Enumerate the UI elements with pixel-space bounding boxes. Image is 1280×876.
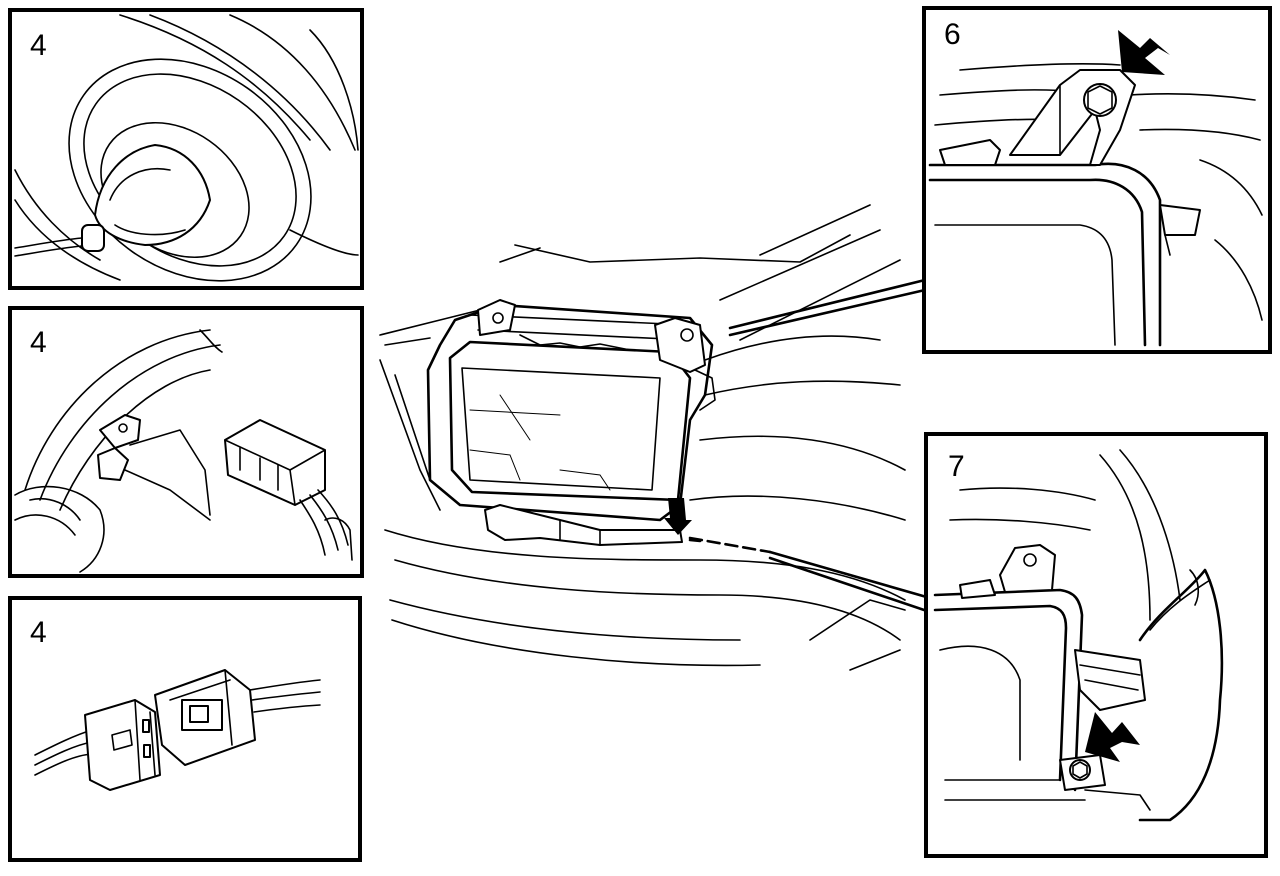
detail-panel-upper-bolt: 6 — [922, 6, 1272, 354]
detail-panel-bulb-cover: 4 — [8, 8, 364, 290]
detail-panel-lower-bolt: 7 — [924, 432, 1268, 858]
detail-panel-connector-halves: 4 — [8, 596, 362, 862]
car-front-headlamp-drawing — [379, 204, 932, 671]
step-number: 4 — [30, 616, 47, 649]
step-number: 4 — [30, 29, 47, 62]
step-number: 4 — [30, 326, 47, 359]
step-number: 7 — [948, 450, 965, 483]
detail-panel-bulb-connector: 4 — [8, 306, 364, 578]
step-number: 6 — [944, 18, 961, 51]
